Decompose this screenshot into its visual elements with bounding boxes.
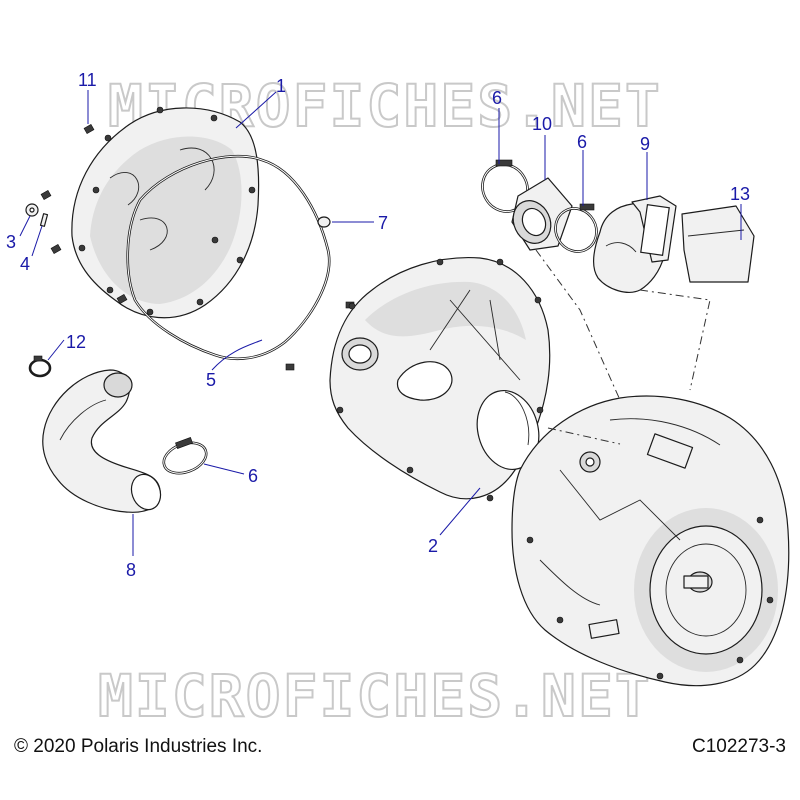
callout-7: 7 — [378, 213, 388, 233]
transmission-housing — [511, 395, 790, 687]
diagram-code: C102273-3 — [691, 736, 786, 757]
vent-cover — [681, 205, 755, 283]
grommet-part — [317, 216, 331, 228]
copyright-notice: © 2020 Polaris Industries Inc. — [14, 736, 263, 757]
dowel-pin-part — [39, 213, 49, 227]
callout-6-lower: 6 — [248, 466, 258, 486]
callout-13: 13 — [730, 184, 750, 204]
callout-12: 12 — [66, 332, 86, 352]
callout-6-upper-left: 6 — [492, 88, 502, 108]
cover-gasket — [126, 154, 331, 361]
hose-clamp-lower — [162, 437, 208, 475]
inlet-duct — [42, 369, 162, 513]
callout-3: 3 — [6, 232, 16, 252]
callout-11: 11 — [78, 70, 97, 90]
callout-4: 4 — [20, 254, 30, 274]
outlet-elbow — [592, 195, 677, 293]
callout-10: 10 — [532, 114, 552, 134]
watermark-bottom: MICROFICHES.NET — [98, 662, 652, 730]
callout-5: 5 — [206, 370, 216, 390]
leader-lines — [19, 90, 742, 556]
inner-clutch-cover — [329, 256, 551, 502]
outer-clutch-cover — [71, 106, 260, 319]
callout-2: 2 — [428, 536, 438, 556]
small-clamp — [28, 355, 52, 378]
alignment-lines — [535, 249, 711, 445]
callout-1: 1 — [276, 76, 286, 96]
hose-clamp-upper-right — [554, 203, 598, 253]
callout-9: 9 — [640, 134, 650, 154]
callout-6-upper-right: 6 — [577, 132, 587, 152]
washer-part — [25, 203, 39, 217]
callout-8: 8 — [126, 560, 136, 580]
